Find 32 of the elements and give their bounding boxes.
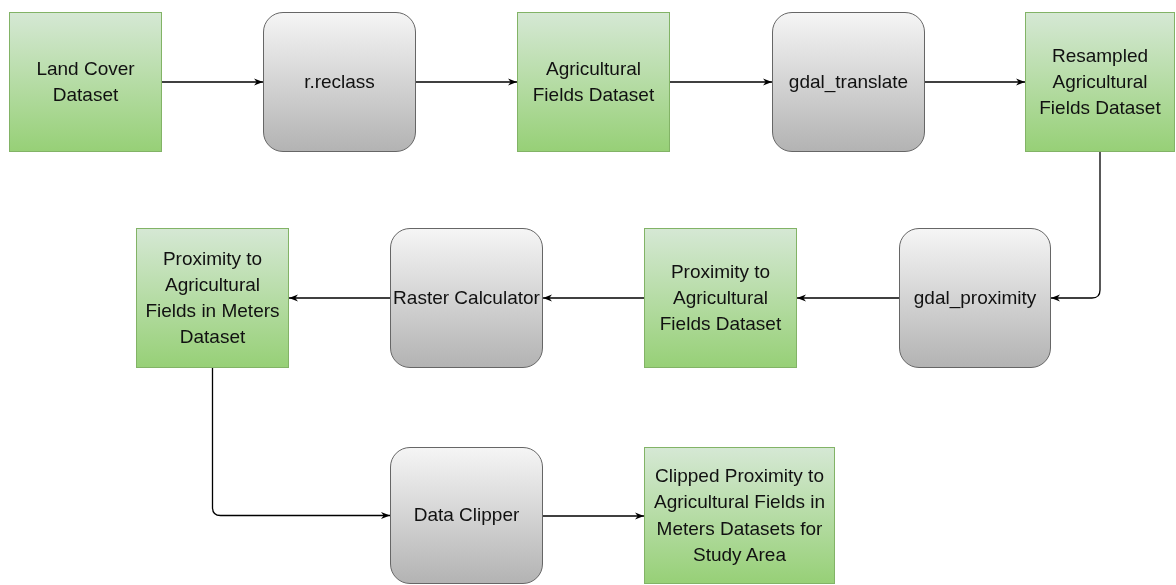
process-box — [772, 12, 925, 152]
dataset-box — [9, 12, 162, 152]
node-label: Proximity to Agricultural Fields Dataset — [658, 259, 783, 337]
node-label: gdal_translate — [787, 69, 910, 95]
dataset-box — [644, 228, 797, 368]
dataset-box — [1025, 12, 1175, 152]
node-label: r.reclass — [303, 69, 376, 94]
node-label: Clipped Proximity to Agricultural Fields in Meters Datasets for Study Area — [652, 464, 827, 567]
arrow — [161, 78, 264, 86]
arrow — [542, 512, 645, 520]
arrow — [1050, 151, 1101, 302]
process-box — [390, 228, 543, 368]
arrow — [924, 78, 1026, 86]
node-label: Land Cover Dataset — [35, 56, 136, 107]
node-label: gdal_proximity — [912, 285, 1038, 311]
node-label: Data Clipper — [412, 503, 521, 528]
arrow — [796, 294, 900, 302]
dataset-box — [136, 228, 289, 368]
arrow — [669, 78, 773, 86]
node-label: Raster Calculator — [392, 285, 541, 310]
node-label: Agricultural Fields Dataset — [531, 56, 656, 107]
arrow — [288, 294, 391, 302]
arrow — [542, 294, 645, 302]
dataset-box — [644, 447, 835, 584]
process-box — [390, 447, 543, 584]
process-box — [263, 12, 416, 152]
arrow — [415, 78, 518, 86]
node-label: Resampled Agricultural Fields Dataset — [1038, 43, 1162, 121]
node-label: Proximity to Agricultural Fields in Meters Dataset — [144, 246, 281, 350]
process-box — [899, 228, 1051, 368]
arrow — [211, 367, 391, 520]
dataset-box — [517, 12, 670, 152]
